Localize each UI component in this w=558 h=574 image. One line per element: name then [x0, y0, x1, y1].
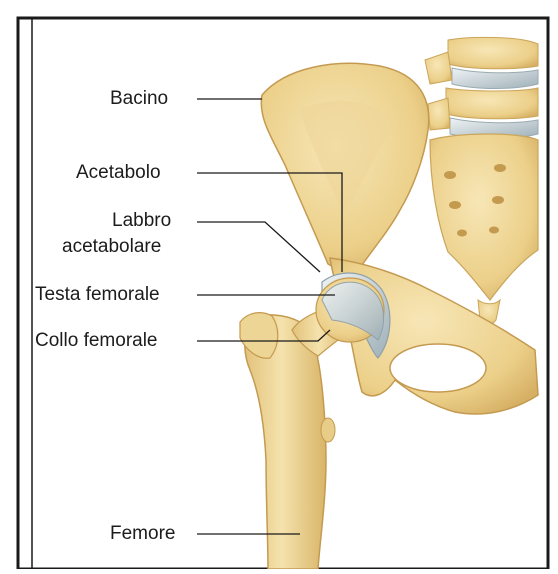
lesser-trochanter [321, 418, 335, 442]
label-labbro-line1: Labbro [112, 210, 171, 232]
leader-labbro [197, 222, 320, 272]
label-acetabolo: Acetabolo [76, 162, 161, 184]
label-bacino: Bacino [110, 88, 168, 110]
label-labbro-line2: acetabolare [62, 236, 161, 258]
sacrum [430, 134, 538, 300]
label-femore: Femore [110, 523, 175, 545]
lumbar-spine [425, 37, 538, 138]
label-testa-femorale: Testa femorale [35, 284, 160, 306]
obturator-foramen [390, 344, 486, 392]
label-collo-femorale: Collo femorale [35, 330, 158, 352]
